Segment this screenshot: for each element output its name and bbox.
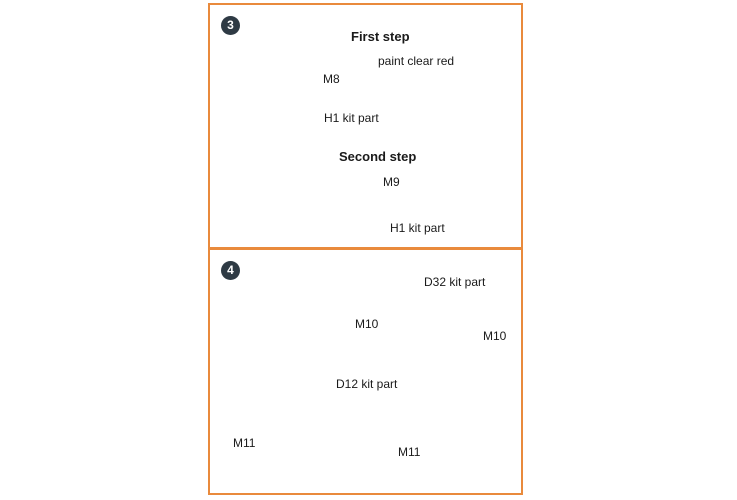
label-m8: M8 bbox=[323, 72, 340, 86]
label-m10-right: M10 bbox=[483, 329, 507, 343]
label-h1-first: H1 kit part bbox=[324, 111, 379, 125]
step-4-panel: 4 bbox=[208, 248, 523, 495]
label-m11-left: M11 bbox=[233, 436, 256, 450]
second-step-title: Second step bbox=[339, 149, 417, 164]
label-m11-right: M11 bbox=[398, 445, 421, 459]
label-m9: M9 bbox=[383, 175, 400, 189]
step-4-badge: 4 bbox=[221, 261, 240, 280]
first-step-title: First step bbox=[351, 29, 410, 44]
label-d12-kit-part: D12 kit part bbox=[336, 377, 398, 391]
label-d32-kit-part: D32 kit part bbox=[424, 275, 486, 289]
label-h1-second: H1 kit part bbox=[390, 221, 445, 235]
label-m10-left: M10 bbox=[355, 317, 379, 331]
step-3-badge: 3 bbox=[221, 16, 240, 35]
step-3-panel: 3 bbox=[208, 3, 523, 249]
label-paint-clear-red: paint clear red bbox=[378, 54, 455, 68]
